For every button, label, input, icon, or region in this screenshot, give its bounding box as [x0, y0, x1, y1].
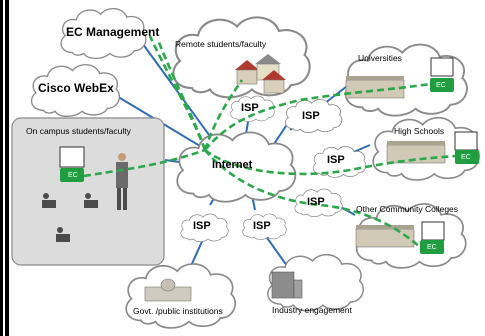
- universities-label: Universities: [358, 53, 402, 63]
- ec-device-universities: [430, 57, 454, 92]
- campus-panel: [11, 117, 165, 266]
- presenter-figure: [116, 153, 128, 210]
- govt-label: Govt. /public institutions: [133, 306, 223, 316]
- cisco-webex-label: Cisco WebEx: [38, 81, 114, 95]
- ec-device-campus: [59, 146, 85, 182]
- isp-label: ISP: [241, 102, 259, 114]
- isp-label: ISP: [307, 196, 325, 208]
- other-cc-label: Other Community Colleges: [356, 204, 459, 214]
- ec-label: EC: [427, 244, 437, 251]
- houses-icon: [235, 54, 286, 94]
- isp-label: ISP: [193, 220, 211, 232]
- capitol-building-icon: [144, 278, 192, 302]
- ec-device-high-schools: [454, 131, 479, 164]
- cloud-remote: [172, 16, 311, 99]
- ec-label: EC: [436, 82, 446, 89]
- isp-label: ISP: [327, 154, 345, 166]
- remote-students-label: Remote students/faculty: [175, 39, 267, 49]
- office-building-icon: [271, 271, 303, 299]
- video-links: [83, 35, 456, 248]
- ec-label: EC: [461, 154, 471, 161]
- students-at-desks: [42, 193, 98, 242]
- isp-label: ISP: [302, 110, 320, 122]
- ec-device-other-cc: [420, 221, 445, 254]
- high-school-building-icon: [386, 141, 446, 164]
- industry-label: Industry engagement: [272, 305, 352, 315]
- high-schools-label: High Schools: [394, 126, 445, 136]
- ec-label: EC: [68, 172, 78, 179]
- campus-title: On campus students/faculty: [26, 126, 131, 136]
- university-building-icon: [345, 76, 405, 99]
- college-building-icon: [355, 225, 415, 248]
- internet-label: Internet: [212, 159, 253, 171]
- ec-management-label: EC Management: [66, 25, 160, 39]
- isp-label: ISP: [253, 220, 271, 232]
